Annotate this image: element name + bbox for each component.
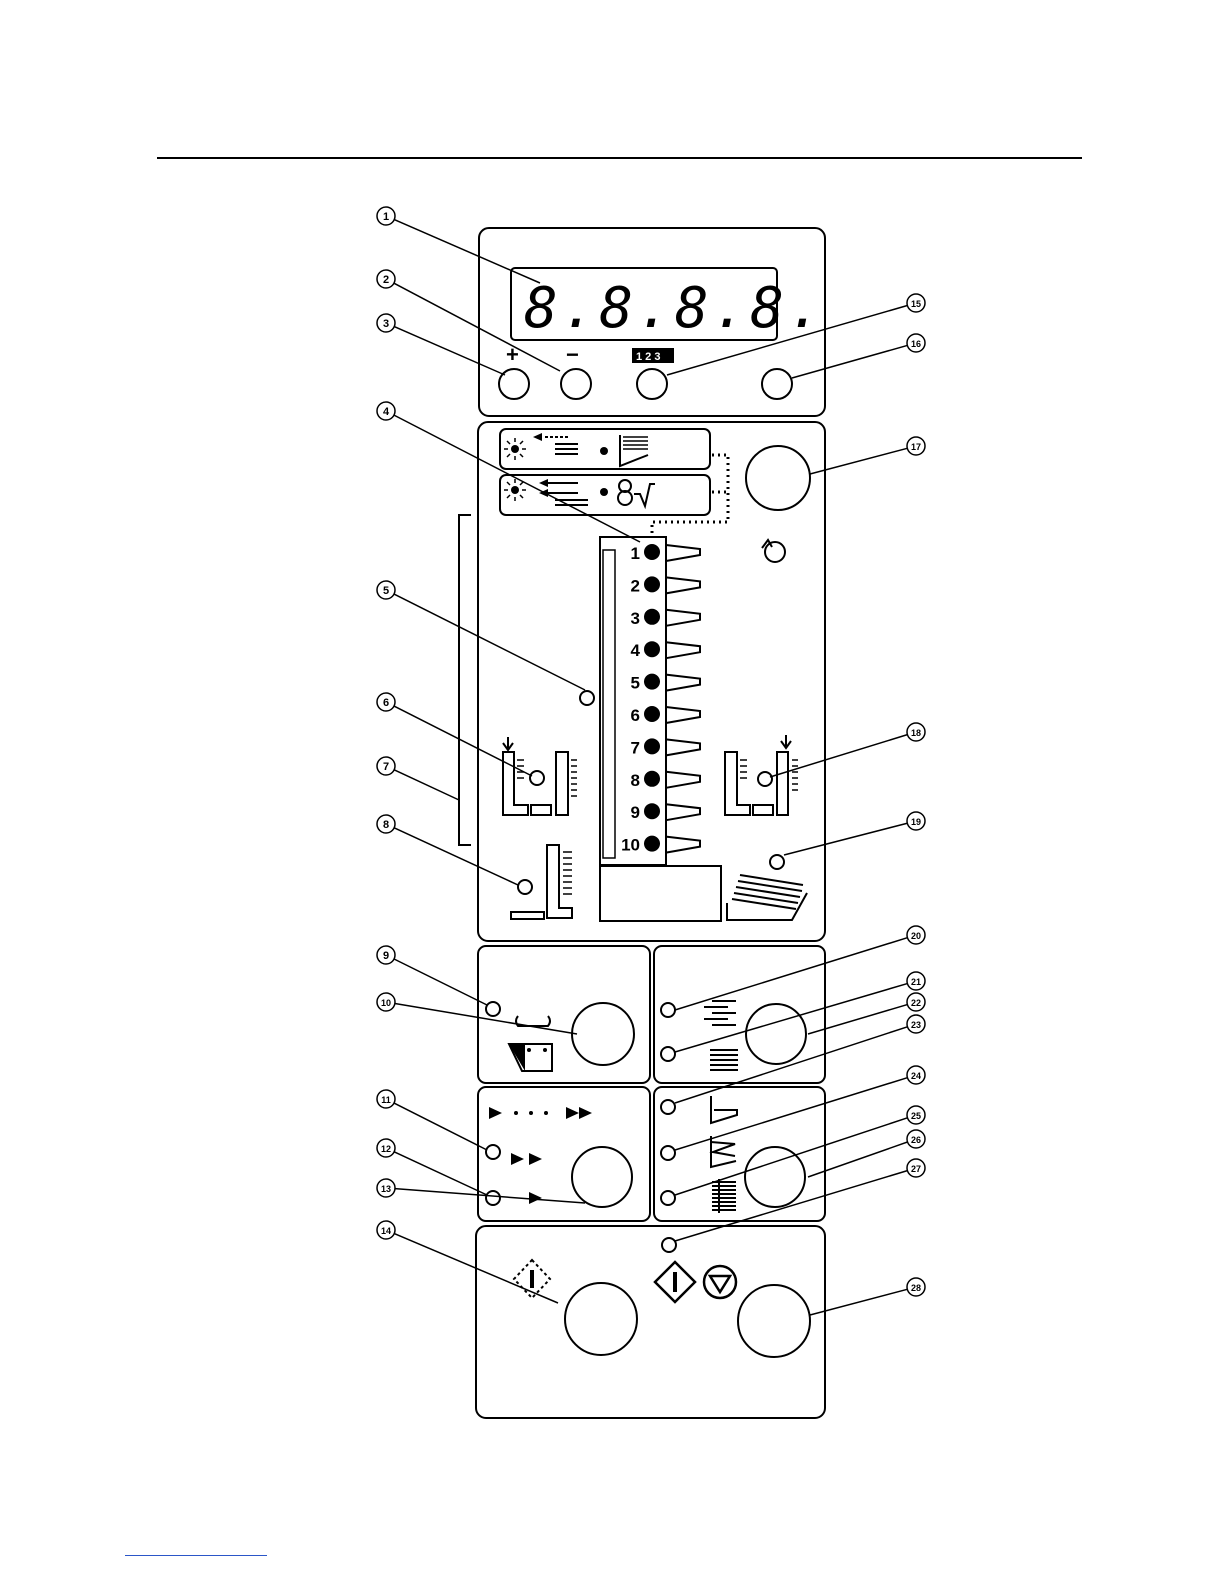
bin-led	[644, 706, 660, 722]
normal-speed-led	[486, 1191, 500, 1205]
booklet-led	[661, 1191, 675, 1205]
bin-number: 10	[621, 836, 640, 855]
fold-indicator-dot	[600, 488, 608, 496]
speed-button[interactable]	[572, 1147, 632, 1207]
bin-number: 9	[631, 803, 640, 822]
bin-number: 5	[631, 674, 640, 693]
callout-number: 5	[383, 585, 389, 597]
callout-number: 22	[911, 998, 921, 1008]
bin-number: 1	[631, 544, 640, 563]
callout-number: 23	[911, 1020, 921, 1030]
minus-label: −	[566, 342, 579, 367]
bin-led	[644, 576, 660, 592]
callout-number: 8	[383, 819, 389, 831]
callout-leader-line	[394, 1152, 487, 1195]
callout-number: 7	[383, 761, 389, 773]
left-tray-led	[530, 771, 544, 785]
callout-number: 20	[911, 931, 921, 941]
bin-led	[644, 609, 660, 625]
finishing-button[interactable]	[745, 1147, 805, 1207]
callout-number: 13	[381, 1184, 391, 1194]
paper-mode-led	[486, 1002, 500, 1016]
bin-select-button[interactable]	[746, 446, 810, 510]
callout-number: 12	[381, 1144, 391, 1154]
callout-number: 25	[911, 1111, 921, 1121]
callout-number: 26	[911, 1135, 921, 1145]
callout-number: 17	[911, 442, 921, 452]
counter-button[interactable]	[637, 369, 667, 399]
callout-number: 19	[911, 817, 921, 827]
straight-led	[661, 1047, 675, 1061]
function-button[interactable]	[762, 369, 792, 399]
callout-number: 14	[381, 1226, 391, 1236]
callout-number: 10	[381, 998, 391, 1008]
bin-number: 3	[631, 609, 640, 628]
callout-number: 15	[911, 299, 921, 309]
callout-number: 16	[911, 339, 921, 349]
fast-speed-led	[486, 1145, 500, 1159]
callout-number: 21	[911, 977, 921, 987]
feed-indicator-dot	[600, 447, 608, 455]
stop-button[interactable]	[738, 1285, 810, 1357]
callout-number: 4	[383, 406, 390, 418]
callout-number: 24	[911, 1071, 921, 1081]
callout-number: 27	[911, 1164, 921, 1174]
callout-number: 1	[383, 211, 389, 223]
minus-button[interactable]	[561, 369, 591, 399]
callout-leader-line	[394, 1103, 487, 1150]
bin-led	[644, 738, 660, 754]
bin-number: 6	[631, 706, 640, 725]
bin-led	[644, 836, 660, 852]
staple-two-led	[661, 1146, 675, 1160]
bin-number: 8	[631, 771, 640, 790]
callout-number: 28	[911, 1283, 921, 1293]
right-tray-led	[758, 772, 772, 786]
staple-one-led	[661, 1100, 675, 1114]
bin-led	[644, 674, 660, 690]
callout-number: 2	[383, 274, 389, 286]
counter-label: 1 2 3	[636, 351, 660, 363]
sun-icon	[504, 438, 526, 460]
bin-indicator-led	[580, 691, 594, 705]
paper-tray-led	[518, 880, 532, 894]
offset-led	[661, 1003, 675, 1017]
callout-leader-line	[394, 959, 487, 1005]
bin-number: 4	[631, 641, 641, 660]
side-bracket	[459, 515, 471, 845]
bin-slider-track	[603, 550, 615, 858]
bin-number: 2	[631, 576, 640, 595]
alignment-button[interactable]	[746, 1004, 806, 1064]
callout-number: 18	[911, 728, 921, 738]
bin-led	[644, 544, 660, 560]
output-stack-led	[770, 855, 784, 869]
bin-number: 7	[631, 738, 640, 757]
bin-led	[644, 771, 660, 787]
bin-led	[644, 803, 660, 819]
plus-button[interactable]	[499, 369, 529, 399]
label-box	[600, 866, 721, 921]
callout-number: 9	[383, 950, 389, 962]
callout-number: 3	[383, 318, 389, 330]
paper-mode-button[interactable]	[572, 1003, 634, 1065]
ready-led	[662, 1238, 676, 1252]
footer-link-underline	[125, 1555, 267, 1556]
callout-number: 11	[381, 1095, 391, 1105]
start-button[interactable]	[565, 1283, 637, 1355]
bin-led	[644, 641, 660, 657]
callout-leader-line	[394, 770, 459, 800]
display-digits: 8.8.8.8.	[524, 276, 826, 341]
callout-number: 6	[383, 697, 389, 709]
